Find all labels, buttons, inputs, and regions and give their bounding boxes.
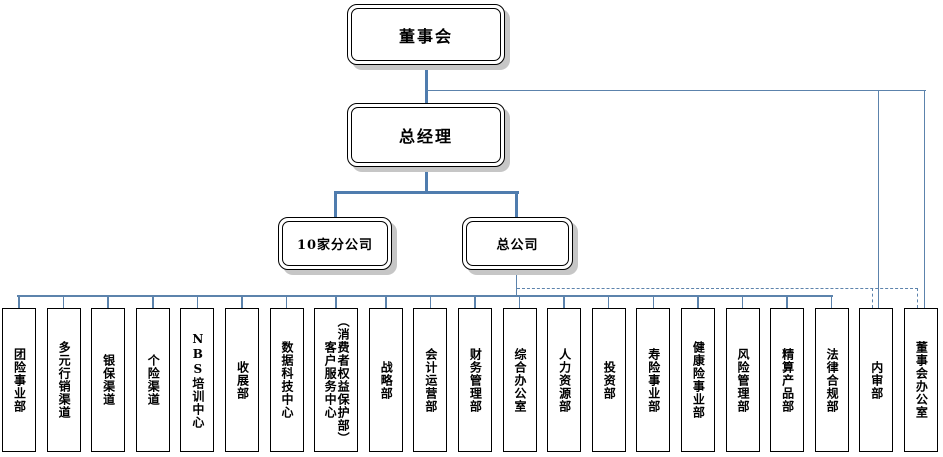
dept-label: 客户服务中心 — [323, 341, 338, 419]
node-head-office-label: 总公司 — [496, 238, 539, 253]
dept-box[interactable]: 法律合规部 — [814, 296, 849, 452]
dept-label: 董事会办公室 — [914, 341, 929, 419]
connector-board-right-branch — [427, 90, 926, 91]
dept-box[interactable]: 精算产品部 — [770, 296, 805, 452]
dept-label: 风险管理部 — [735, 347, 750, 413]
connector-dashed-horizontal — [517, 288, 918, 289]
node-board[interactable]: 董事会 — [347, 4, 505, 65]
dept-label: 综合办公室 — [513, 347, 527, 413]
departments-row: 团险事业部 多元行销渠道 银保渠道 个险渠道 NBS培训中心 收展部 数据科技中心 客户服务中… — [2, 296, 938, 452]
dept-label: 内审部 — [869, 360, 884, 400]
dept-box[interactable]: 健康险事业部 — [680, 296, 715, 452]
dept-label: 多元行销渠道 — [57, 341, 72, 419]
dept-label: 法律合规部 — [825, 347, 840, 413]
dept-box[interactable]: 内审部 — [859, 296, 894, 452]
connector-stub — [697, 296, 699, 308]
dept-box[interactable]: 银保渠道 — [91, 296, 126, 452]
dept-box[interactable]: 风险管理部 — [725, 296, 760, 452]
connector-to-head-office — [515, 191, 518, 217]
connector-stub — [607, 296, 610, 308]
connector-board-to-gm — [424, 64, 428, 104]
connector-stub — [429, 296, 432, 308]
dept-label: 团险事业部 — [12, 347, 27, 413]
connector-stub — [563, 296, 565, 308]
dept-label: 银保渠道 — [101, 354, 116, 406]
node-general-manager[interactable]: 总经理 — [347, 103, 505, 167]
connector-stub — [196, 296, 199, 308]
connector-stub — [335, 296, 337, 308]
connector-stub — [285, 296, 288, 308]
dept-label: 战略部 — [379, 360, 394, 400]
node-branches-label: 10家分公司 — [296, 238, 374, 253]
connector-dashed-to-board-office — [917, 288, 918, 308]
dept-box[interactable]: 战略部 — [368, 296, 403, 452]
dept-box[interactable]: 人力资源部 — [547, 296, 582, 452]
connector-stub — [830, 296, 833, 308]
dept-label: 精算产品部 — [780, 347, 795, 413]
dept-label: 会计运营部 — [423, 347, 438, 413]
dept-box[interactable]: 客户服务中心︵消费者权益保护部︶ — [314, 296, 359, 452]
dept-box[interactable]: 会计运营部 — [413, 296, 448, 452]
connector-stub — [62, 296, 65, 308]
connector-to-branches — [334, 191, 337, 217]
dept-label: 寿险事业部 — [646, 347, 661, 413]
connector-department-bus — [17, 295, 833, 297]
node-general-manager-label: 总经理 — [398, 127, 453, 146]
dept-label: 人力资源部 — [557, 347, 572, 413]
connector-gm-down — [424, 166, 428, 193]
dept-box[interactable]: 团险事业部 — [2, 296, 36, 452]
connector-stub — [652, 296, 655, 308]
dept-box[interactable]: NBS培训中心 — [180, 296, 215, 452]
dept-label: 财务管理部 — [468, 347, 483, 413]
dept-label: ︵消费者权益保护部︶ — [336, 315, 351, 445]
connector-dashed-to-audit — [872, 288, 873, 308]
connector-head-office-down — [516, 270, 517, 296]
connector-board-to-board-office — [923, 90, 925, 308]
dept-label: 收展部 — [235, 360, 250, 400]
connector-stub — [152, 296, 154, 308]
dept-box[interactable]: 投资部 — [591, 296, 626, 452]
dept-box[interactable]: 综合办公室 — [502, 296, 537, 452]
dept-box[interactable]: 数据科技中心 — [269, 296, 304, 452]
dept-label: 健康险事业部 — [691, 341, 706, 419]
connector-stub — [741, 296, 744, 308]
node-branches[interactable]: 10家分公司 — [278, 217, 392, 270]
connector-stub — [474, 296, 476, 308]
dept-box[interactable]: 个险渠道 — [135, 296, 170, 452]
dept-box[interactable]: 寿险事业部 — [636, 296, 671, 452]
dept-label: NBS培训中心 — [190, 331, 205, 429]
node-board-label: 董事会 — [398, 26, 453, 46]
dept-box[interactable]: 多元行销渠道 — [46, 296, 81, 452]
connector-stub — [107, 296, 109, 308]
dept-box[interactable]: 财务管理部 — [457, 296, 492, 452]
connector-gm-split — [334, 191, 519, 194]
node-head-office[interactable]: 总公司 — [462, 217, 573, 270]
connector-stub — [18, 296, 20, 308]
dept-box[interactable]: 董事会办公室 — [903, 296, 938, 452]
connector-stub — [786, 296, 788, 308]
dept-label: 投资部 — [602, 360, 617, 400]
connector-stub — [518, 296, 521, 308]
dept-box[interactable]: 收展部 — [224, 296, 259, 452]
connector-board-to-audit — [878, 90, 879, 308]
connector-stub — [385, 296, 387, 308]
connector-stub — [241, 296, 243, 308]
dept-label: 个险渠道 — [146, 354, 161, 406]
dept-label: 数据科技中心 — [280, 341, 295, 419]
